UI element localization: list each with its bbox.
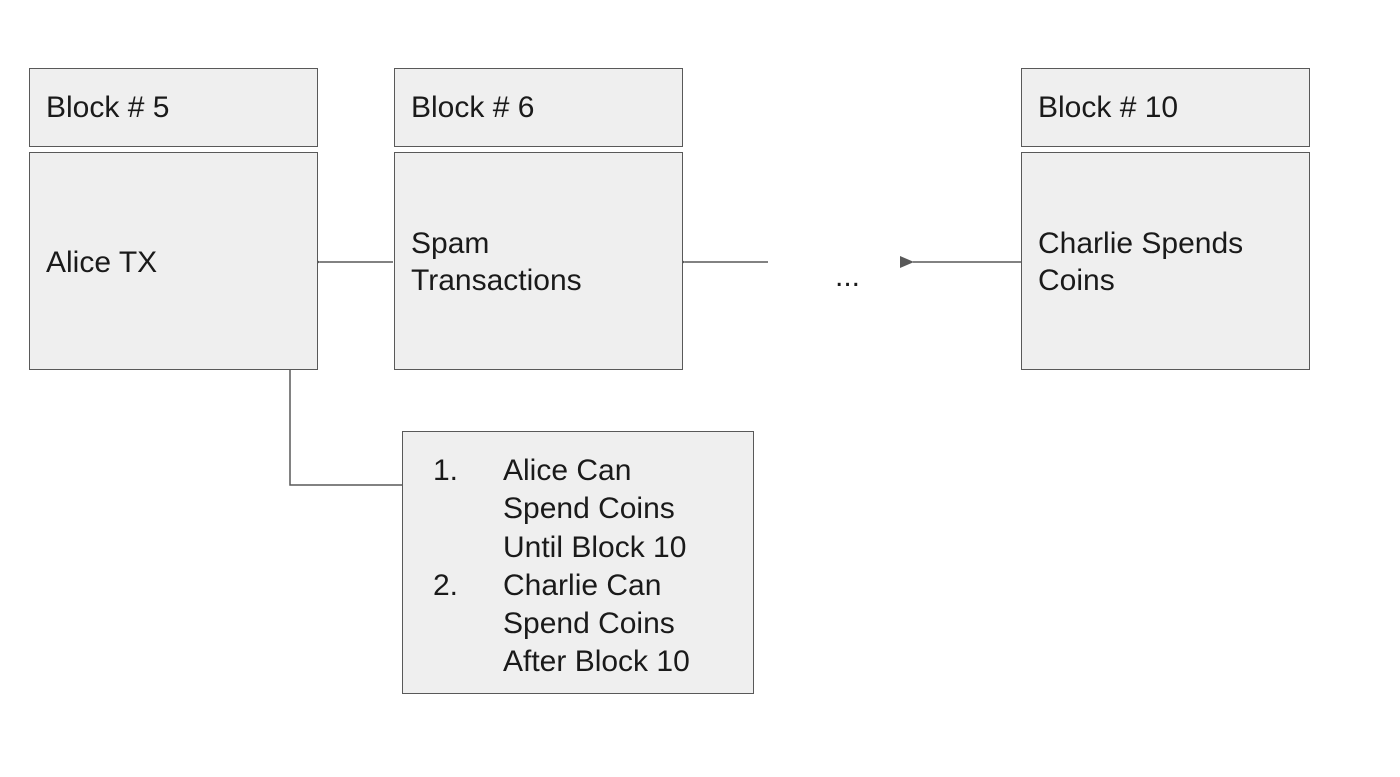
list-item-line: Spend Coins bbox=[503, 607, 675, 641]
list-item-line: Charlie Can bbox=[503, 568, 662, 602]
block-5-body: Alice TX bbox=[29, 152, 318, 370]
block-5-header: Block # 5 bbox=[29, 68, 318, 147]
conditions-list: 1. Alice Can Spend Coins Until Block 10 … bbox=[403, 452, 723, 682]
block-6-content-line: Spam bbox=[411, 227, 490, 260]
block-10-content-line: Charlie Spends bbox=[1038, 227, 1244, 260]
block-6-header: Block # 6 bbox=[394, 68, 683, 147]
list-item-number: 2. bbox=[433, 568, 459, 602]
list-item-number: 1. bbox=[433, 454, 459, 487]
block-5-content-line: Alice TX bbox=[46, 246, 158, 279]
block-10-content-line: Coins bbox=[1038, 264, 1115, 297]
block-6-content-line: Transactions bbox=[411, 264, 582, 297]
conditions-note: 1. Alice Can Spend Coins Until Block 10 … bbox=[402, 431, 754, 694]
list-item: 2. Charlie Can Spend Coins After Block 1… bbox=[403, 567, 723, 682]
block-6-title: Block # 6 bbox=[411, 90, 535, 124]
list-item-line: Until Block 10 bbox=[503, 530, 687, 564]
list-item: 1. Alice Can Spend Coins Until Block 10 bbox=[403, 452, 723, 567]
list-item-line: After Block 10 bbox=[503, 645, 690, 679]
block-5-title: Block # 5 bbox=[46, 90, 170, 124]
block-6-body: Spam Transactions bbox=[394, 152, 683, 370]
block-10-body: Charlie Spends Coins bbox=[1021, 152, 1310, 370]
list-item-line: Alice Can bbox=[503, 454, 632, 487]
ellipsis-gap: ... bbox=[835, 260, 861, 293]
list-item-line: Spend Coins bbox=[503, 492, 675, 526]
block-10-header: Block # 10 bbox=[1021, 68, 1310, 147]
block-10-title: Block # 10 bbox=[1038, 90, 1179, 124]
